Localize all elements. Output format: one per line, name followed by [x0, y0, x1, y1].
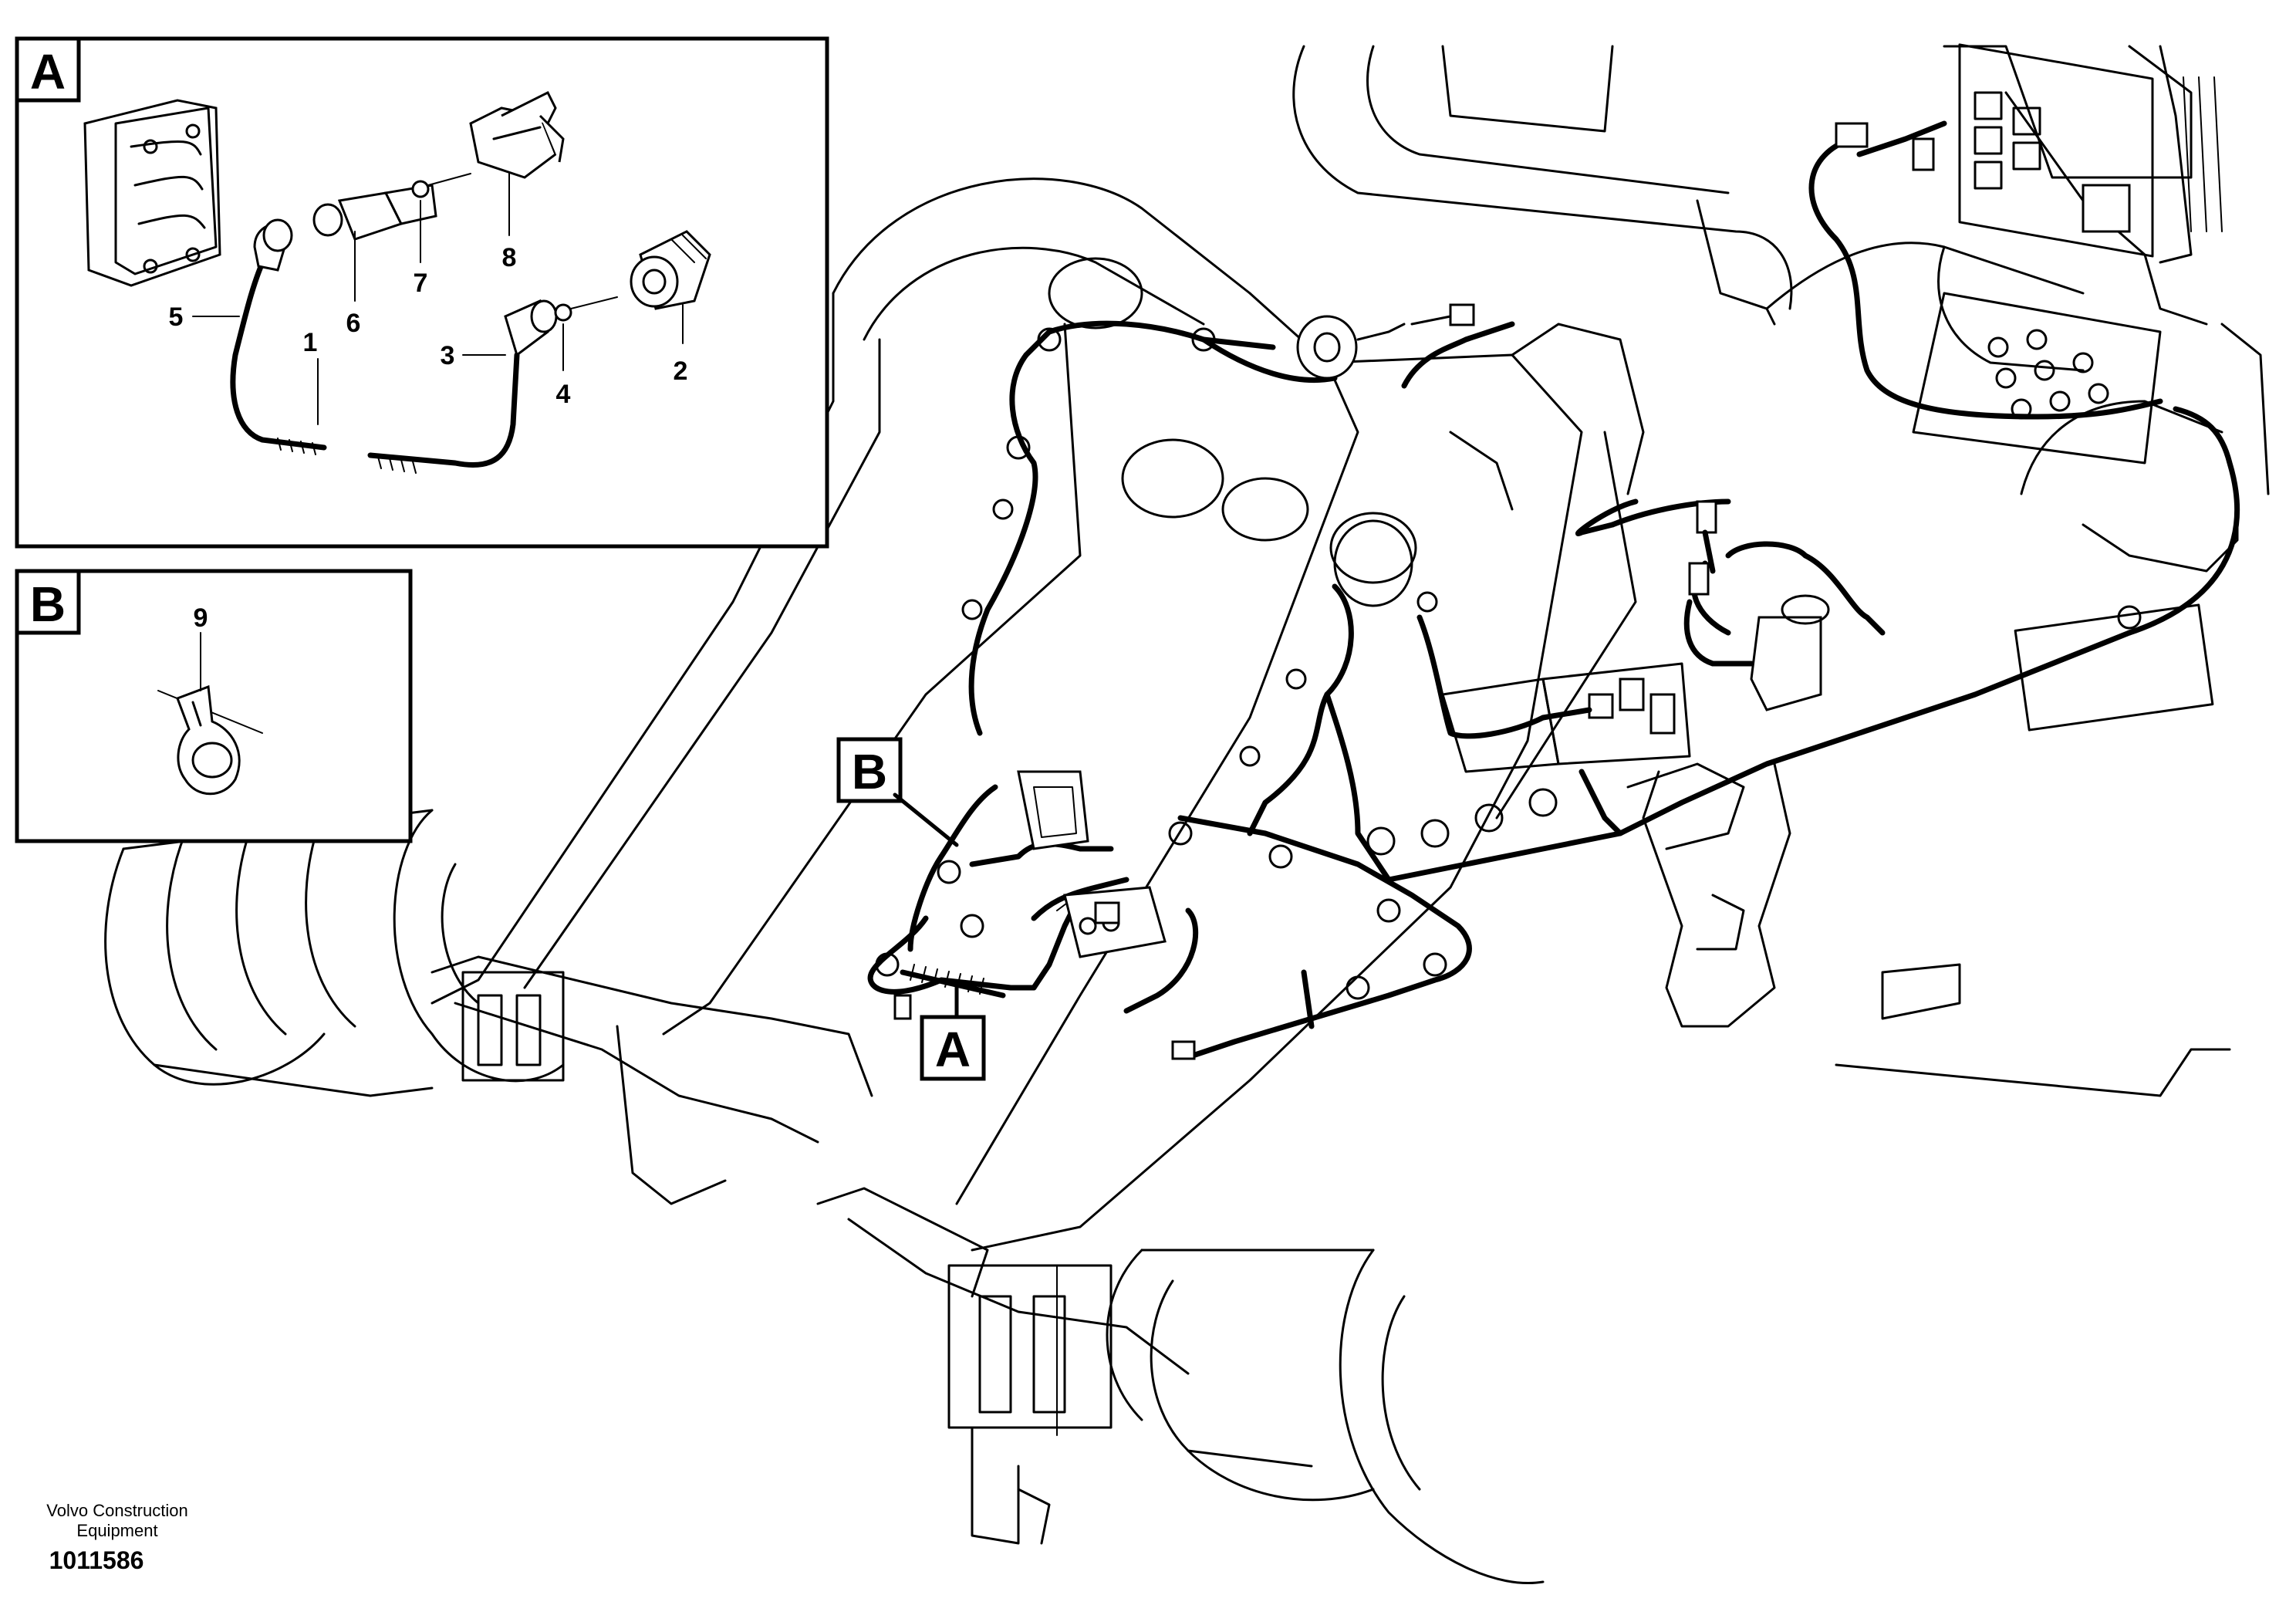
- connector-8-drawing: [469, 90, 565, 179]
- callout-b: B: [836, 737, 959, 847]
- detail-a-leaders: [192, 173, 684, 425]
- connector-2-drawing: [630, 230, 711, 310]
- callout-a: A: [920, 982, 986, 1081]
- footer: Volvo Construction Equipment 1011586: [46, 1501, 187, 1574]
- cable-clamp-9-drawing: [157, 684, 263, 796]
- cable-assembly-drawing: [230, 218, 558, 474]
- item-label-6: 6: [346, 309, 361, 338]
- item-label-3: 3: [441, 341, 455, 370]
- company-name-line1: Volvo Construction: [46, 1501, 187, 1520]
- item-label-4: 4: [556, 380, 571, 409]
- callout-b-label: B: [852, 744, 887, 799]
- item-label-2: 2: [674, 357, 688, 386]
- seal-4-drawing: [554, 296, 618, 322]
- callout-a-label: A: [935, 1022, 971, 1077]
- detail-a-tag: A: [30, 44, 66, 100]
- seal-7-drawing: [411, 173, 471, 198]
- drawing-number: 1011586: [49, 1546, 144, 1574]
- detail-b-tag: B: [30, 576, 66, 632]
- detail-a-panel: A: [15, 36, 829, 549]
- company-name-line2: Equipment: [76, 1521, 157, 1540]
- wiring-harness: [867, 303, 2240, 1060]
- cover-part-drawing: [83, 99, 221, 287]
- item-label-9: 9: [194, 603, 208, 633]
- cab-fuse-panel-drawing: [1808, 43, 2223, 465]
- item-label-8: 8: [502, 243, 517, 272]
- item-label-5: 5: [169, 302, 184, 332]
- item-label-1: 1: [303, 328, 318, 357]
- item-label-7: 7: [414, 269, 428, 298]
- detail-b-panel: B 9: [15, 569, 413, 843]
